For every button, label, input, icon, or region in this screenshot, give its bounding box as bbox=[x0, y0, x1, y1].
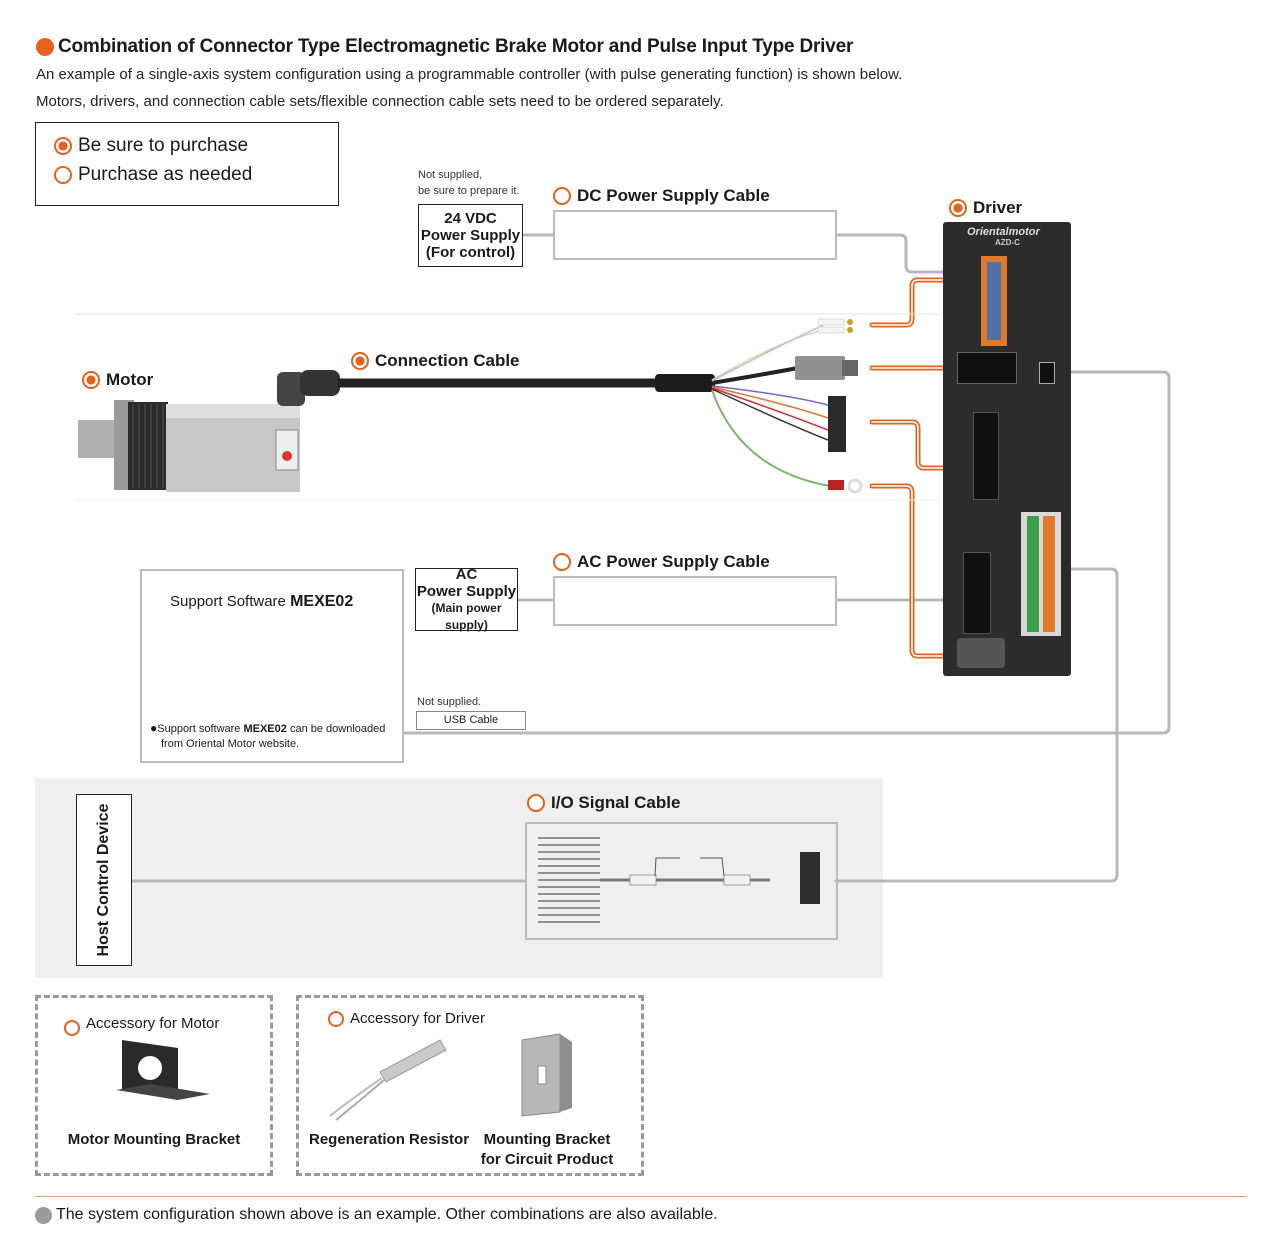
driver-accessory-title: Accessory for Driver bbox=[328, 1010, 485, 1027]
ground-terminal bbox=[957, 638, 1005, 668]
software-title-prefix: Support Software bbox=[170, 593, 291, 610]
host-label: Host Control Device bbox=[95, 803, 112, 957]
motor-bracket-label: Motor Mounting Bracket bbox=[67, 1131, 241, 1148]
page-title: Combination of Connector Type Electromag… bbox=[36, 36, 853, 58]
circuit-bracket-label-2: for Circuit Product bbox=[480, 1151, 614, 1168]
regeneration-resistor-label: Regeneration Resistor bbox=[309, 1131, 470, 1148]
usb-line bbox=[398, 370, 1171, 735]
driver-accessory-box: Accessory for Driver Regeneration Resist… bbox=[296, 995, 644, 1176]
gray-dot-icon bbox=[35, 1206, 52, 1224]
ac-cable-label-text: AC Power Supply Cable bbox=[577, 552, 770, 571]
io-cable-label-text: I/O Signal Cable bbox=[551, 793, 681, 812]
dc-supply-line1: 24 VDC bbox=[444, 210, 497, 227]
dc-cable-to-driver-line bbox=[833, 233, 967, 274]
footer-note: The system configuration shown above is … bbox=[35, 1206, 718, 1224]
legend-optional-label: Purchase as needed bbox=[78, 164, 253, 185]
motor-label: Motor bbox=[82, 370, 153, 390]
orange-dot-icon bbox=[36, 38, 54, 56]
driver-unit: Orientalmotor AZD-C bbox=[943, 222, 1071, 676]
software-note: ●Support software MEXE02 can be download… bbox=[150, 721, 386, 735]
motor-bracket-illustration bbox=[116, 1040, 210, 1100]
empty-circle-icon bbox=[553, 553, 571, 571]
dc-cable-frame bbox=[553, 210, 837, 260]
motor-illustration bbox=[78, 370, 340, 492]
circuit-bracket-illustration bbox=[521, 1033, 572, 1117]
motor-accessory-box: Accessory for Motor Motor Mounting Brack… bbox=[35, 995, 273, 1176]
software-box: Support Software MEXE02 ●Support softwar… bbox=[140, 569, 404, 763]
cn5-io-terminals-b bbox=[1043, 516, 1055, 632]
circuit-bracket-label-1: Mounting Bracket bbox=[483, 1131, 611, 1148]
software-title: Support Software MEXE02 bbox=[170, 593, 353, 611]
driver-model: AZD-C bbox=[995, 238, 1020, 247]
intro-line-2: Motors, drivers, and connection cable se… bbox=[36, 93, 724, 110]
ac-supply-line2: Power Supply bbox=[416, 582, 517, 600]
footer-note-text: The system configuration shown above is … bbox=[56, 1206, 718, 1223]
driver-label-text: Driver bbox=[973, 198, 1023, 217]
ac-power-supply-box: AC Power Supply (Main power supply) bbox=[415, 565, 518, 632]
empty-circle-icon bbox=[328, 1010, 344, 1027]
software-note-line2: from Oriental Motor website. bbox=[161, 738, 300, 750]
page-title-text: Combination of Connector Type Electromag… bbox=[58, 36, 854, 57]
footer-divider bbox=[35, 1196, 1247, 1197]
dc-supply-line2: Power Supply bbox=[420, 227, 521, 244]
legend-must-label: Be sure to purchase bbox=[78, 135, 249, 156]
cn5-io-terminals-a bbox=[1027, 516, 1039, 632]
ac-cable-frame bbox=[553, 576, 837, 626]
dc-cable-label-text: DC Power Supply Cable bbox=[577, 186, 770, 205]
cn2-encoder-port bbox=[957, 352, 1017, 384]
legend-must: Be sure to purchase bbox=[54, 135, 248, 157]
cn3-motor-port bbox=[973, 412, 999, 500]
driver-label: Driver bbox=[949, 198, 1022, 218]
legend-optional: Purchase as needed bbox=[54, 164, 252, 186]
driver-accessory-title-text: Accessory for Driver bbox=[350, 1010, 486, 1027]
empty-circle-icon bbox=[527, 794, 545, 812]
regeneration-resistor-illustration bbox=[329, 1039, 447, 1121]
ac-supply-line3: (Main power supply) bbox=[431, 600, 502, 632]
usb-port bbox=[1039, 362, 1055, 384]
dc-note-2: be sure to prepare it. bbox=[418, 185, 520, 197]
connection-cable-label: Connection Cable bbox=[351, 351, 520, 371]
selected-circle-icon bbox=[949, 199, 967, 217]
software-note-suffix: can be downloaded bbox=[286, 723, 386, 735]
intro-line-1: An example of a single-axis system confi… bbox=[36, 66, 903, 83]
host-control-device: Host Control Device bbox=[76, 794, 132, 966]
usb-cable-label: USB Cable bbox=[416, 711, 526, 730]
dc-note-1: Not supplied, bbox=[418, 169, 483, 181]
empty-circle-icon bbox=[54, 166, 72, 184]
connection-cable-label-text: Connection Cable bbox=[375, 351, 520, 370]
usb-note: Not supplied. bbox=[417, 696, 482, 708]
software-note-prefix: Support software bbox=[157, 723, 244, 735]
software-note-name: MEXE02 bbox=[243, 723, 287, 735]
software-title-name: MEXE02 bbox=[290, 593, 354, 610]
selected-circle-icon bbox=[351, 352, 369, 370]
empty-circle-icon bbox=[64, 1020, 80, 1036]
io-cable-frame bbox=[525, 822, 838, 940]
legend-box: Be sure to purchase Purchase as needed bbox=[35, 122, 339, 206]
cn1-terminals bbox=[987, 262, 1001, 340]
ac-supply-line1: AC bbox=[455, 565, 478, 583]
io-cable-drawing bbox=[538, 837, 820, 923]
selected-circle-icon bbox=[54, 137, 72, 155]
driver-brand: Orientalmotor bbox=[967, 226, 1040, 238]
ac-cable-label: AC Power Supply Cable bbox=[553, 552, 770, 572]
selected-circle-icon bbox=[82, 371, 100, 389]
motor-accessory-title-text: Accessory for Motor bbox=[86, 1014, 220, 1032]
motor-accessory-title: Accessory for Motor bbox=[64, 1010, 219, 1036]
dc-power-supply-box: 24 VDC Power Supply (For control) bbox=[418, 204, 523, 267]
connection-cable-illustration bbox=[338, 318, 863, 494]
dc-cable-label: DC Power Supply Cable bbox=[553, 186, 770, 206]
io-to-driver-line bbox=[834, 567, 1119, 883]
dc-supply-line3: (For control) bbox=[425, 244, 516, 261]
io-cable-label: I/O Signal Cable bbox=[527, 793, 680, 813]
motor-label-text: Motor bbox=[106, 370, 154, 389]
cn4-power-port bbox=[963, 552, 991, 634]
empty-circle-icon bbox=[553, 187, 571, 205]
